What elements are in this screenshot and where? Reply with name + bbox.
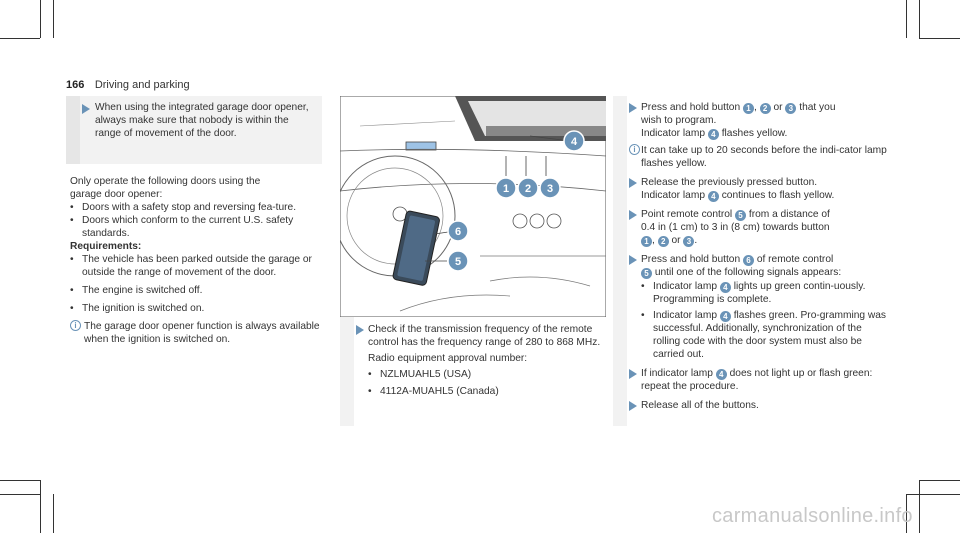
step: If indicator lamp 4 does not light up or… — [629, 367, 889, 393]
crop-mark — [906, 0, 907, 38]
step-arrow-icon — [356, 325, 364, 335]
callout-2: 2 — [517, 177, 539, 199]
step: Release all of the buttons. — [629, 399, 889, 412]
warning-arrow-icon — [82, 104, 90, 114]
step: Press and hold button 1, 2 or 3 that you… — [629, 101, 889, 140]
col3-sidebar — [613, 96, 627, 426]
step-arrow-icon — [629, 210, 637, 220]
info-icon: i — [70, 320, 81, 331]
step: Release the previously pressed button. I… — [629, 176, 889, 202]
crop-mark — [919, 480, 920, 533]
crop-mark — [40, 480, 41, 533]
crop-mark — [53, 494, 54, 533]
list-item: •The vehicle has been parked outside the… — [70, 254, 312, 278]
list-item: •Doors which conform to the current U.S.… — [70, 215, 294, 239]
col2-body: Check if the transmission frequency of t… — [356, 323, 601, 398]
col3-body: Press and hold button 1, 2 or 3 that you… — [629, 101, 889, 412]
step: Point remote control 5 from a distance o… — [629, 208, 889, 247]
svg-text:2: 2 — [525, 183, 531, 195]
svg-text:6: 6 — [455, 226, 461, 238]
list-item: •The engine is switched off. — [70, 285, 203, 296]
svg-text:1: 1 — [503, 183, 509, 195]
callout-6: 6 — [447, 220, 469, 242]
crop-mark — [0, 38, 40, 39]
step-arrow-icon — [629, 401, 637, 411]
dashboard-illustration: 1 2 3 4 6 5 — [340, 96, 606, 317]
note: i It can take up to 20 seconds before th… — [629, 144, 889, 170]
radio-label: Radio equipment approval number: — [368, 353, 528, 364]
step-arrow-icon — [629, 178, 637, 188]
crop-mark — [0, 494, 40, 495]
step-arrow-icon — [629, 103, 637, 113]
crop-mark — [0, 480, 40, 481]
step-arrow-icon — [629, 255, 637, 265]
callout-3: 3 — [539, 177, 561, 199]
callout-1: 1 — [495, 177, 517, 199]
step: Check if the transmission frequency of t… — [356, 323, 601, 349]
svg-text:5: 5 — [455, 256, 461, 268]
note: i The garage door opener function is alw… — [70, 320, 320, 346]
svg-text:3: 3 — [547, 183, 553, 195]
col1-body: Only operate the following doors using t… — [70, 175, 320, 346]
list-item: •NZLMUAHL5 (USA) — [368, 369, 472, 380]
warning-text: When using the integrated garage door op… — [95, 102, 309, 139]
crop-mark — [919, 38, 960, 39]
watermark: carmanualsonline.info — [712, 505, 913, 527]
callout-5: 5 — [447, 250, 469, 272]
crop-mark — [53, 0, 54, 38]
page-number: 166 — [66, 79, 85, 91]
step-arrow-icon — [629, 369, 637, 379]
list-item: •4112A-MUAHL5 (Canada) — [368, 386, 499, 397]
warning-box: When using the integrated garage door op… — [66, 96, 322, 164]
list-item: •The ignition is switched on. — [70, 303, 205, 314]
list-item: •Doors with a safety stop and reversing … — [70, 202, 297, 213]
info-icon: i — [629, 144, 640, 155]
intro-line: Only operate the following doors using t… — [70, 176, 261, 187]
intro-line: garage door opener: — [70, 189, 163, 200]
crop-mark — [919, 0, 920, 38]
list-item: •Indicator lamp 4 lights up green contin… — [641, 281, 866, 305]
crop-mark — [906, 494, 960, 495]
list-item: •Indicator lamp 4 flashes green. Pro-gra… — [641, 310, 886, 360]
requirements-heading: Requirements: — [70, 241, 142, 252]
svg-text:4: 4 — [571, 136, 578, 148]
callout-4: 4 — [563, 130, 585, 152]
crop-mark — [919, 480, 960, 481]
crop-mark — [906, 494, 907, 533]
page-header: 166 Driving and parking — [66, 75, 190, 93]
section-title: Driving and parking — [94, 79, 190, 91]
step: Press and hold button 6 of remote contro… — [629, 253, 889, 361]
crop-mark — [40, 0, 41, 38]
